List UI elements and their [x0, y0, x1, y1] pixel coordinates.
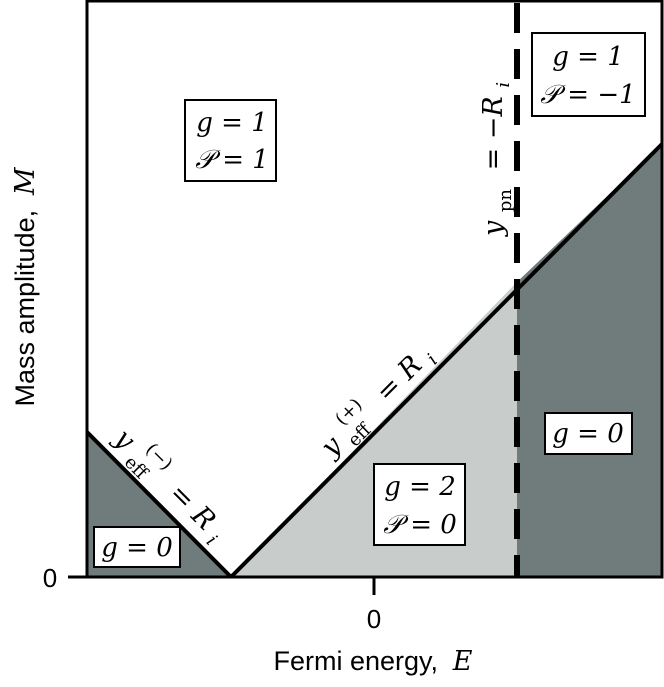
label-pn-sub: pn: [495, 189, 516, 213]
label-minus-rhs-sub: i: [202, 531, 221, 550]
label-plus-rhs-sub: i: [423, 350, 442, 369]
region-right-g: g = 0: [552, 419, 624, 449]
x-axis-label: Fermi energy, E: [273, 646, 472, 677]
region-middle-box: g = 2 𝒫 = 0: [373, 463, 466, 546]
region-right-fill: [517, 144, 662, 577]
region-top-left-g: g = 1: [196, 108, 268, 138]
region-top-left-box: g = 1 𝒫 = 1: [184, 99, 277, 182]
x-axis-label-text: Fermi energy,: [273, 646, 438, 676]
y-tick-zero-label: 0: [43, 563, 57, 593]
y-axis-label: Mass amplitude, M: [10, 166, 41, 406]
region-bottom-left-box: g = 0: [93, 526, 181, 568]
label-minus-y: y: [107, 422, 141, 456]
region-top-right-box: g = 1 𝒫 = −1: [531, 32, 646, 117]
region-top-right-g: g = 1: [552, 42, 624, 72]
boundary-line-minus: [85, 430, 233, 579]
y-axis-label-text: Mass amplitude,: [10, 210, 40, 407]
label-pn-rhs-sub: i: [493, 82, 514, 88]
region-bottom-left-g: g = 0: [101, 533, 173, 563]
region-right-box: g = 0: [544, 412, 633, 455]
label-pn-rhs: = −R: [478, 96, 509, 170]
x-tick-zero-label: 0: [367, 604, 381, 634]
region-middle-p: 𝒫 = 0: [383, 510, 457, 540]
region-middle-g: g = 2: [384, 472, 456, 502]
label-pn-y: y: [478, 220, 509, 237]
x-axis-label-var: E: [452, 646, 473, 677]
region-top-right-p: 𝒫 = −1: [540, 80, 635, 110]
y-axis-label-var: M: [10, 166, 41, 196]
label-line-pn: y pn = −R i: [478, 82, 518, 237]
boundary-line-plus: [229, 142, 664, 579]
region-top-left-p: 𝒫 = 1: [195, 145, 269, 175]
label-plus-y: y: [314, 430, 348, 464]
